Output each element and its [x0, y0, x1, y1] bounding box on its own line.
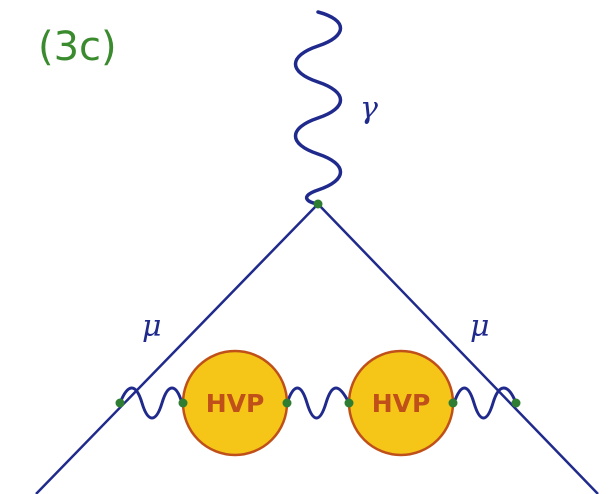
internal-photon-left — [118, 386, 184, 420]
panel-label: (3c) — [38, 24, 117, 70]
vertex-left-muon — [115, 398, 125, 408]
vertex-hvp-left-in — [178, 398, 188, 408]
muon-line-right — [317, 203, 599, 494]
muon-line-left — [35, 203, 319, 494]
muon-left-label: μ — [142, 309, 162, 344]
vertex-hvp-right-out — [448, 398, 458, 408]
internal-photon-middle — [285, 386, 351, 420]
vertex-hvp-left-out — [282, 398, 292, 408]
internal-photon-right — [452, 386, 518, 420]
vertex-top — [313, 199, 323, 209]
vertex-hvp-right-in — [344, 398, 354, 408]
vertex-right-muon — [511, 398, 521, 408]
photon-label: γ — [360, 91, 378, 126]
muon-right-label: μ — [470, 309, 490, 344]
hvp-left-label: HVP — [206, 389, 265, 418]
hvp-right-label: HVP — [372, 389, 431, 418]
external-photon-line — [294, 10, 342, 206]
